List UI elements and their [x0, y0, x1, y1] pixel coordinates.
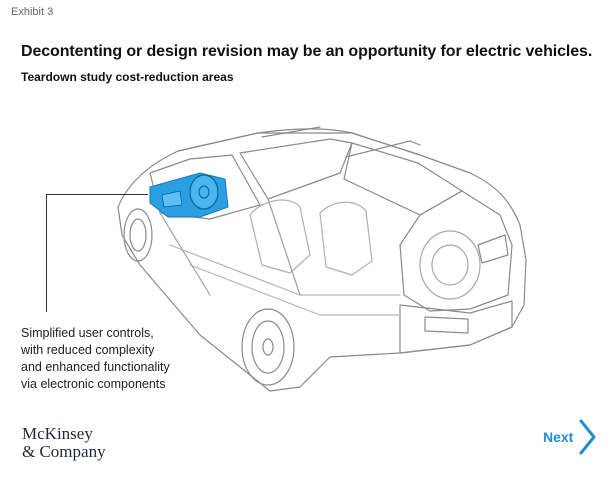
page-title: Decontenting or design revision may be a…: [21, 43, 593, 60]
door-line: [159, 198, 301, 296]
tail-light: [477, 234, 509, 264]
roof-line: [177, 132, 421, 156]
rear-window: [343, 142, 463, 216]
page-subtitle: Teardown study cost-reduction areas: [21, 70, 234, 84]
callout-line: and enhanced functionality: [21, 360, 170, 374]
next-button[interactable]: Next: [543, 418, 597, 456]
seats: [249, 199, 373, 276]
highlighted-controls-area: [149, 172, 229, 218]
car-cutaway-illustration: [117, 126, 527, 392]
front-wheel: [123, 208, 153, 262]
license-plate: [424, 316, 469, 334]
callout-leader-vertical: [46, 194, 47, 312]
callout-line: Simplified user controls,: [21, 326, 154, 340]
rear-wheel: [241, 308, 295, 386]
side-window: [239, 138, 353, 200]
callout-line: via electronic components: [21, 377, 166, 391]
mckinsey-logo: McKinsey & Company: [22, 425, 106, 461]
spare-wheel: [419, 230, 481, 300]
logo-line: McKinsey: [22, 424, 93, 443]
tailgate: [399, 190, 513, 312]
callout-text: Simplified user controls, with reduced c…: [21, 325, 201, 393]
exhibit-label: Exhibit 3: [11, 6, 54, 18]
callout-leader-horizontal: [46, 194, 148, 195]
rear-bumper: [399, 300, 513, 354]
callout-line: with reduced complexity: [21, 343, 155, 357]
roof-rails: [261, 126, 421, 158]
next-label: Next: [543, 429, 574, 445]
floor-frame: [169, 244, 401, 316]
chevron-right-icon: [579, 419, 596, 455]
logo-line: & Company: [22, 442, 106, 461]
